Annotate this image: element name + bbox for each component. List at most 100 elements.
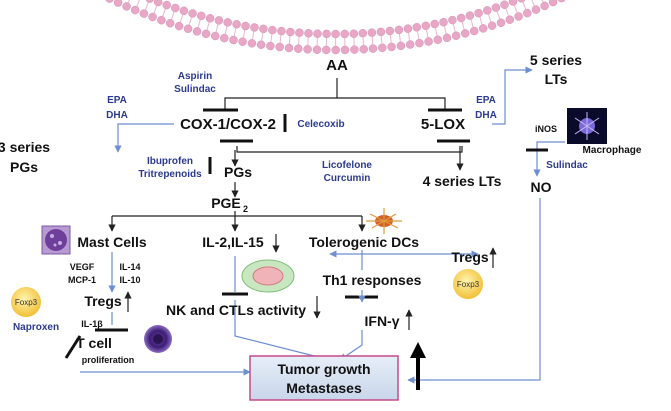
membrane-head bbox=[483, 6, 491, 14]
membrane-head bbox=[434, 36, 442, 44]
membrane-tail bbox=[372, 37, 373, 45]
curcumin-label: Curcumin bbox=[324, 173, 371, 184]
licofelone-label: Licofelone bbox=[322, 160, 372, 171]
membrane-tail bbox=[471, 20, 473, 28]
membrane-head bbox=[163, 1, 171, 9]
membrane-head bbox=[322, 46, 330, 54]
membrane-head bbox=[295, 29, 303, 37]
membrane-head bbox=[448, 16, 456, 24]
four-series-lts-label: 4 series LTs bbox=[423, 173, 502, 189]
membrane-head bbox=[443, 34, 451, 42]
arrow-to-3series bbox=[118, 124, 174, 152]
membrane-head bbox=[266, 42, 274, 50]
membrane-head bbox=[517, 0, 525, 2]
membrane-head bbox=[211, 32, 219, 40]
membrane-tail bbox=[497, 11, 500, 19]
il10-label: IL-10 bbox=[119, 275, 140, 285]
membrane-tail bbox=[381, 36, 382, 44]
membrane-head bbox=[532, 6, 540, 14]
membrane-head bbox=[239, 38, 247, 46]
membrane-head bbox=[509, 0, 517, 6]
cox-label: COX-1/COX-2 bbox=[180, 116, 276, 133]
membrane-tail bbox=[427, 30, 428, 38]
membrane-tail bbox=[262, 33, 263, 41]
membrane-tail bbox=[189, 17, 191, 25]
membrane-head bbox=[501, 1, 509, 9]
membrane-tail bbox=[436, 28, 438, 36]
membrane-head bbox=[523, 9, 531, 17]
membrane-head bbox=[440, 18, 448, 26]
membrane-head bbox=[146, 0, 154, 3]
three-series-label: 3 series bbox=[0, 139, 50, 155]
membrane-tail bbox=[280, 35, 281, 43]
membrane-head bbox=[286, 28, 294, 36]
membrane-tail bbox=[207, 22, 209, 30]
membrane-head bbox=[541, 2, 549, 10]
membrane-head bbox=[378, 44, 386, 52]
membrane-tail bbox=[289, 36, 290, 44]
membrane-head bbox=[268, 26, 276, 34]
membrane-tail bbox=[489, 14, 491, 22]
membrane-head bbox=[220, 34, 228, 42]
membrane-tail bbox=[399, 34, 400, 42]
tumor-line1-label: Tumor growth bbox=[277, 361, 370, 377]
membrane-head bbox=[184, 25, 192, 33]
membrane-tail bbox=[234, 28, 236, 36]
membrane-tail bbox=[128, 0, 131, 3]
membrane-head bbox=[202, 30, 210, 38]
membrane-head bbox=[230, 36, 238, 44]
membrane-head bbox=[189, 10, 197, 18]
membrane-head bbox=[386, 27, 394, 35]
membrane-tail bbox=[480, 17, 482, 25]
membrane-tail bbox=[145, 2, 148, 9]
membrane-tail bbox=[531, 0, 534, 6]
membrane-head bbox=[313, 46, 321, 54]
foxp3-left-label: Foxp3 bbox=[15, 298, 38, 307]
membrane-head bbox=[171, 4, 179, 12]
membrane-head bbox=[369, 45, 377, 53]
membrane-head bbox=[415, 39, 423, 47]
membrane-tail bbox=[163, 9, 166, 17]
membrane-head bbox=[277, 27, 285, 35]
membrane-tail bbox=[444, 26, 446, 34]
membrane-head bbox=[461, 29, 469, 37]
membrane-head bbox=[506, 16, 514, 24]
membrane-head bbox=[350, 30, 358, 38]
th1-label: Th1 responses bbox=[323, 272, 422, 288]
five-series-lts-label: LTs bbox=[545, 71, 568, 87]
aspirin-label: Aspirin bbox=[178, 71, 212, 82]
membrane-head bbox=[457, 14, 465, 22]
membrane-head bbox=[140, 10, 148, 18]
membrane-head bbox=[488, 22, 496, 30]
membrane-head bbox=[248, 39, 256, 47]
membrane-head bbox=[314, 30, 322, 38]
membrane-head bbox=[206, 14, 214, 22]
tregs-left-label: Tregs bbox=[84, 293, 122, 309]
membrane-head bbox=[332, 46, 340, 54]
membrane-head bbox=[259, 25, 267, 33]
celecoxib-label: Celecoxib bbox=[297, 119, 344, 130]
membrane-tail bbox=[363, 37, 364, 45]
membrane-tail bbox=[453, 24, 455, 32]
membrane-head bbox=[377, 28, 385, 36]
membrane-tail bbox=[154, 6, 157, 14]
sulindac-top-label: Sulindac bbox=[174, 84, 216, 95]
membrane-head bbox=[350, 46, 358, 54]
epa-left-label: EPA bbox=[107, 95, 127, 106]
membrane-head bbox=[131, 6, 139, 14]
membrane-head bbox=[558, 0, 566, 2]
membrane-head bbox=[193, 27, 201, 35]
membrane-head bbox=[549, 0, 557, 6]
pge2-subscript: 2 bbox=[243, 204, 248, 214]
ctl-cell-image bbox=[144, 325, 172, 353]
ifn-label: IFN-γ bbox=[365, 313, 400, 329]
mast-cell-image bbox=[42, 226, 70, 254]
membrane-tail bbox=[172, 12, 175, 20]
membrane-head bbox=[257, 41, 265, 49]
epa-right-label: EPA bbox=[476, 95, 496, 106]
membrane-head bbox=[166, 19, 174, 27]
membrane-tail bbox=[462, 22, 464, 30]
membrane-head bbox=[475, 9, 483, 17]
no-label: NO bbox=[531, 179, 552, 195]
arrow-to-5series bbox=[492, 70, 532, 124]
